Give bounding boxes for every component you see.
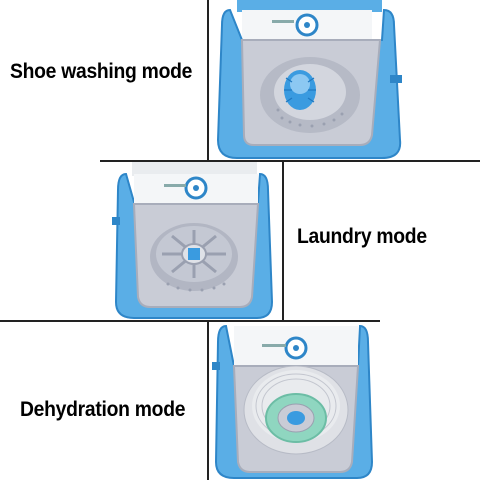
washer-dehydration-mode-image	[212, 324, 374, 479]
divider-bottom-horizontal	[0, 320, 380, 322]
washer-laundry-mode-image	[112, 162, 274, 319]
divider-top-horizontal	[100, 160, 480, 162]
laundry-mode-label: Laundry mode	[297, 225, 427, 248]
divider-top-vertical	[207, 0, 209, 162]
washer-shoe-mode-image	[216, 0, 402, 159]
divider-bottom-vertical	[207, 320, 209, 480]
shoe-washing-mode-label: Shoe washing mode	[10, 60, 193, 83]
divider-middle-vertical	[282, 160, 284, 322]
dehydration-mode-label: Dehydration mode	[20, 398, 186, 421]
